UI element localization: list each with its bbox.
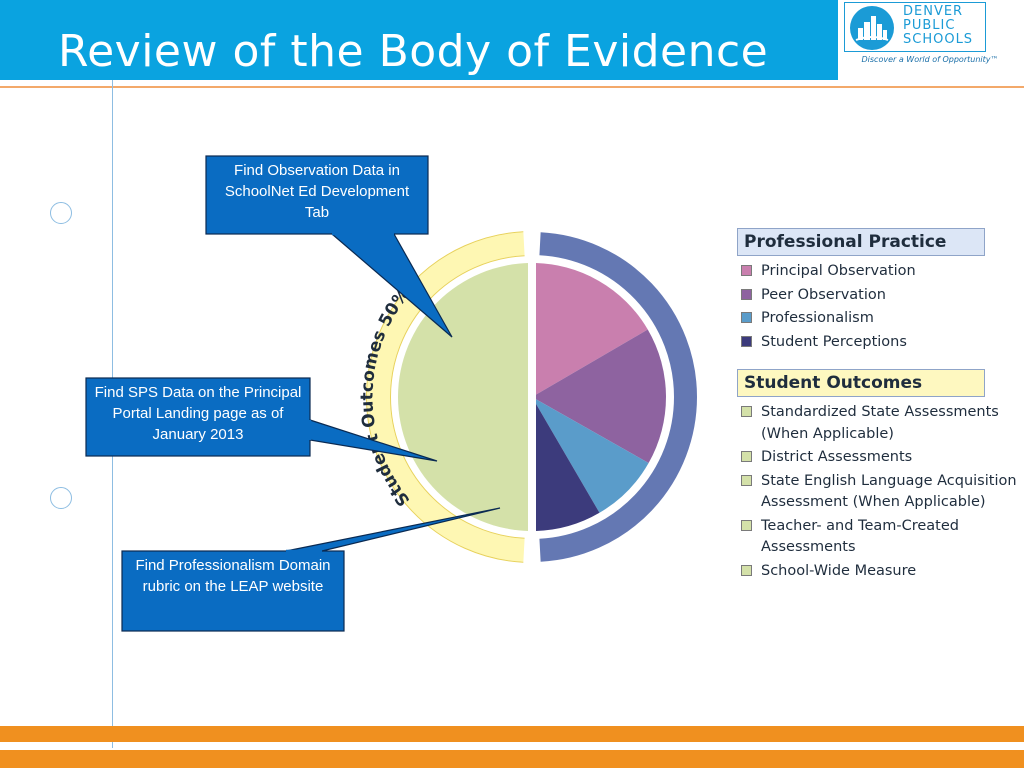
pie-slice-student-perceptions — [536, 403, 600, 531]
pie-slice-principal-observation — [536, 263, 648, 395]
legend-label: School-Wide Measure — [761, 562, 917, 579]
legend-swatch — [741, 335, 752, 347]
logo-line: SCHOOLS — [903, 32, 974, 47]
city-skyline-emblem-icon — [850, 6, 894, 50]
legend-item: District Assessments — [737, 447, 1019, 469]
footer-bar-lower — [0, 750, 1024, 768]
notebook-hole — [50, 202, 72, 224]
pie-slice-professionalism — [536, 399, 649, 513]
legend-item: Peer Observation — [737, 285, 1019, 307]
legend-header: Professional Practice — [737, 228, 985, 256]
legend-item: School-Wide Measure — [737, 561, 1019, 583]
dps-logo: DENVER PUBLIC SCHOOLS Discover a World o… — [838, 0, 1024, 80]
callout-box — [121, 550, 345, 632]
callout-text: Find Observation Data in SchoolNet Ed De… — [224, 162, 410, 221]
callout-box — [205, 155, 429, 235]
pie-slice-student-outcomes — [398, 263, 528, 531]
legend-item: Standardized State Assessments (When App… — [737, 402, 1019, 445]
legend-item: Teacher- and Team-Created Assessments — [737, 516, 1019, 559]
outer-ring-student-outcomes — [366, 232, 525, 562]
header-rule — [0, 86, 1024, 88]
notebook-hole — [50, 487, 72, 509]
legend-swatch — [741, 519, 752, 531]
logo-wordmark: DENVER PUBLIC SCHOOLS — [903, 5, 987, 47]
legend-item: Student Perceptions — [737, 332, 1019, 354]
footer-bar-upper — [0, 726, 1024, 742]
legend-swatch — [741, 288, 752, 300]
outer-ring-edge — [390, 255, 525, 539]
legend-swatch — [741, 406, 752, 417]
legend-item: Professionalism — [737, 308, 1019, 330]
pie-slice-peer-observation — [536, 329, 666, 464]
legend-label: District Assessments — [761, 449, 913, 465]
legend-label: Standardized State Assessments (When App… — [761, 404, 999, 442]
callout-text: Find Professionalism Domain rubric on th… — [135, 557, 331, 595]
callout-text: Find SPS Data on the Principal Portal La… — [94, 384, 302, 443]
logo-box: DENVER PUBLIC SCHOOLS — [844, 2, 986, 52]
outer-ring-edge — [366, 231, 524, 563]
legend-swatch — [741, 312, 752, 323]
callout-box — [85, 377, 311, 457]
legend-label: Professionalism — [761, 310, 874, 326]
legend-header: Student Outcomes — [737, 369, 985, 397]
legend-label: Principal Observation — [761, 263, 916, 279]
legend-item: Principal Observation — [737, 261, 1019, 283]
logo-line: DENVER — [903, 4, 964, 19]
legend-item: State English Language Acquisition Asses… — [737, 471, 1019, 514]
logo-tagline: Discover a World of Opportunity™ — [861, 55, 999, 64]
legend-swatch — [741, 564, 752, 576]
outer-ring-professional-practice — [539, 232, 698, 562]
legend-label: Student Perceptions — [761, 333, 907, 350]
legend-label: Peer Observation — [761, 286, 886, 303]
legend-swatch — [741, 265, 752, 276]
logo-line: PUBLIC — [903, 18, 956, 33]
legend-swatch — [741, 451, 752, 462]
legend-swatch — [741, 474, 752, 486]
legend-label: Teacher- and Team-Created Assessments — [761, 517, 959, 556]
legend-label: State English Language Acquisition Asses… — [761, 472, 1017, 511]
slide-title: Review of the Body of Evidence — [58, 26, 769, 77]
